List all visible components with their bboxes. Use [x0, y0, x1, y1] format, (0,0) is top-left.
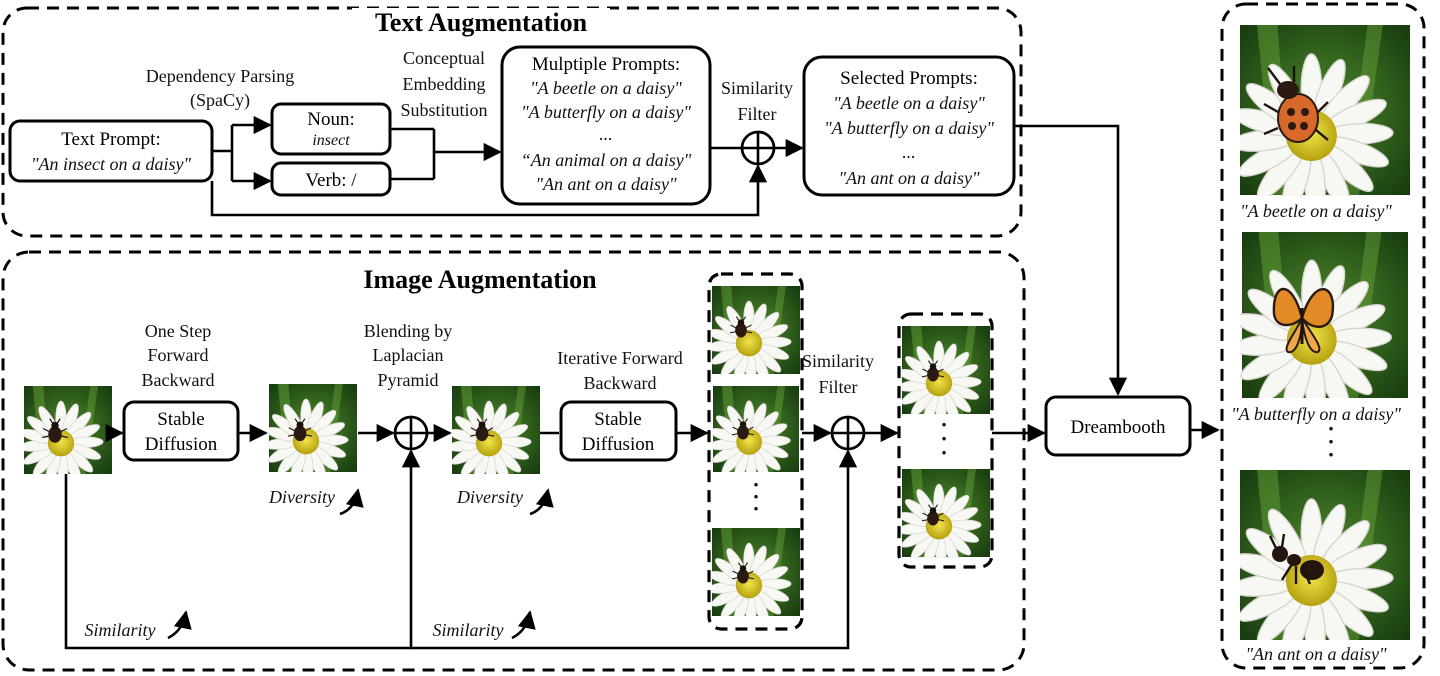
outputs-panel: [1220, 2, 1426, 670]
multiple-prompt-ellipsis: ...: [599, 124, 613, 144]
iterative-output-image: [712, 528, 800, 616]
image-similarity-label: Similarity: [802, 351, 874, 371]
one-step-label: One Step: [145, 321, 212, 341]
image-flow-connectors: [64, 423, 1046, 650]
multiple-prompts-box: [500, 45, 712, 206]
similarity-label-2: Similarity: [433, 620, 504, 640]
selected-prompts-label: Selected Prompts:: [840, 68, 978, 89]
output-image-beetle: [1240, 24, 1410, 196]
blending-label: Blending by: [364, 321, 453, 341]
multiple-prompt-item: "A beetle on a daisy": [530, 78, 682, 98]
conceptual-label: Conceptual: [403, 48, 485, 68]
selected-prompt-item: "A beetle on a daisy": [833, 93, 985, 113]
stable-diffusion-1-line1: Stable: [157, 409, 205, 430]
blended-image: [452, 386, 540, 474]
filtered-dots-2: ·: [940, 426, 947, 451]
source-image: [24, 386, 112, 474]
iterative-outputs-group: [707, 272, 804, 631]
diversity-arrow-icon-2: [529, 488, 554, 516]
output-dots-3: ·: [1327, 442, 1334, 467]
pyramid-label: Pyramid: [378, 370, 439, 390]
dreambooth-label: Dreambooth: [1071, 417, 1166, 438]
selected-prompt-item: "A butterfly on a daisy": [824, 118, 994, 138]
iterative-backward-label: Backward: [584, 373, 657, 393]
output-image-ant: [1240, 470, 1410, 640]
similarity-label-1: Similarity: [85, 620, 156, 640]
iterative-output-image: [712, 386, 800, 472]
filtered-output-image: [902, 468, 990, 558]
text-similarity-oplus-icon: [740, 130, 776, 166]
multiple-prompt-item: “An animal on a daisy": [521, 150, 692, 170]
noun-value: insect: [312, 132, 350, 149]
output-caption-ant: "An ant on a daisy": [1245, 644, 1387, 664]
iterative-dots-2: ·: [752, 484, 759, 509]
stable-diffusion-box-2: [559, 400, 678, 462]
iterative-label: Iterative Forward: [557, 348, 682, 368]
image-filter-label: Filter: [819, 377, 858, 397]
filtered-dots-1: ·: [940, 412, 947, 437]
text-augmentation-title: Text Augmentation: [375, 8, 588, 37]
diversity-label-1: Diversity: [268, 487, 335, 507]
similarity-arrow-icon-1: [167, 610, 192, 640]
similarity-arrow-icon-2: [511, 610, 536, 640]
forward-label: Forward: [148, 345, 209, 365]
dependency-parsing-label: Dependency Parsing: [146, 66, 294, 86]
embedding-label: Embedding: [403, 74, 486, 94]
image-augmentation-panel: [1, 250, 1026, 672]
output-caption-butterfly: "A butterfly on a daisy": [1231, 404, 1401, 424]
output-image-butterfly: [1240, 232, 1409, 398]
stable-diffusion-2-line1: Stable: [594, 409, 642, 430]
spacy-label: (SpaCy): [190, 90, 250, 111]
filtered-dots-3: ·: [940, 440, 947, 465]
output-dots-1: ·: [1327, 416, 1334, 441]
noun-label: Noun:: [307, 109, 355, 130]
dreambooth-box: [1044, 395, 1192, 457]
laplacian-label: Laplacian: [373, 345, 444, 365]
iterative-output-image: [712, 286, 800, 374]
selected-prompt-ellipsis: ...: [902, 142, 916, 162]
image-augmentation-title: Image Augmentation: [363, 265, 597, 294]
iterative-dots-1: ·: [752, 472, 759, 497]
diversity-arrow-icon-1: [339, 488, 364, 516]
multiple-prompts-label: Mulptiple Prompts:: [532, 54, 680, 75]
text-prompt-label: Text Prompt:: [61, 129, 160, 150]
text-similarity-label: Similarity: [721, 78, 793, 98]
image-similarity-oplus-icon: [830, 415, 866, 451]
multiple-prompt-item: "A butterfly on a daisy": [521, 102, 691, 122]
stable-diffusion-1-line2: Diffusion: [145, 434, 218, 455]
filtered-outputs-group: [897, 312, 994, 569]
output-dots-2: ·: [1327, 429, 1334, 454]
filtered-output-image: [902, 326, 990, 414]
text-filter-label: Filter: [738, 104, 777, 124]
blending-oplus-icon: [393, 415, 429, 451]
one-step-output-image: [268, 384, 358, 472]
substitution-label: Substitution: [400, 100, 487, 120]
text-flow-connectors: [210, 115, 1128, 396]
iterative-dots-3: ·: [752, 496, 759, 521]
multiple-prompt-item: "An ant on a daisy": [535, 174, 677, 194]
stable-diffusion-box-1: [122, 400, 240, 462]
backward-label: Backward: [142, 370, 215, 390]
text-prompt-value: "An insect on a daisy": [31, 154, 192, 174]
output-caption-beetle: "A beetle on a daisy": [1240, 201, 1392, 221]
diversity-label-2: Diversity: [456, 487, 523, 507]
stable-diffusion-2-line2: Diffusion: [582, 434, 655, 455]
selected-prompt-item: "An ant on a daisy": [838, 168, 980, 188]
verb-label: Verb: /: [305, 170, 357, 191]
